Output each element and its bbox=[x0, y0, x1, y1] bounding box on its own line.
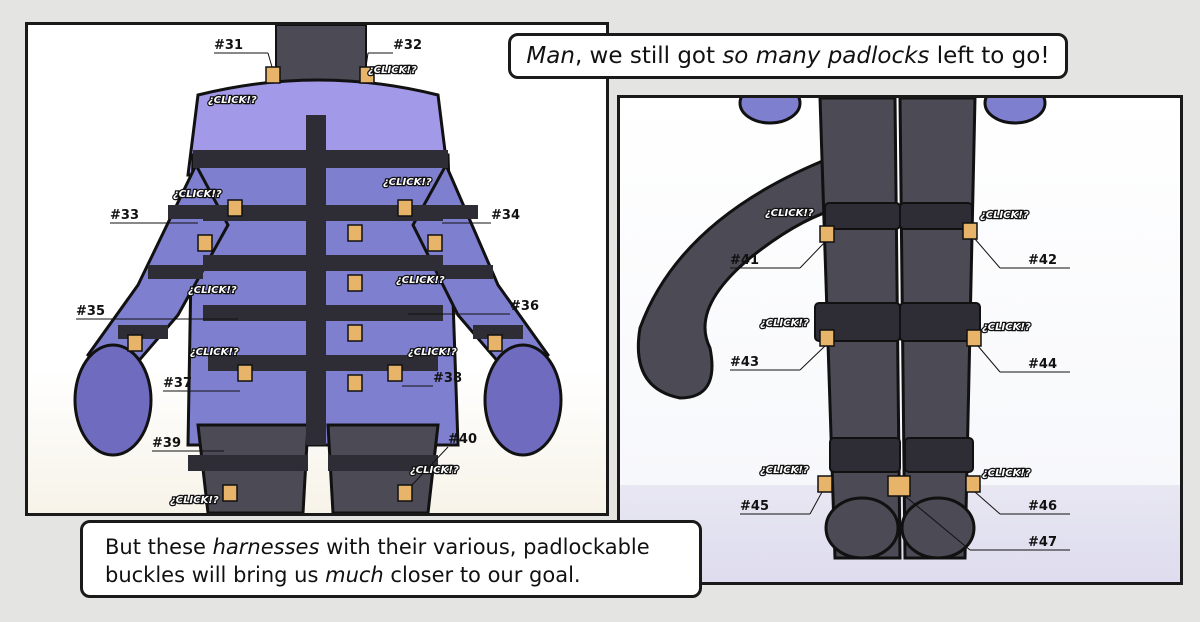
left-hand bbox=[738, 98, 802, 125]
click-sfx: ¿CLICK!? bbox=[410, 465, 459, 476]
harness-torso-illustration: #31 #32 #33 #34 #35 #36 #37 #38 #39 #40 … bbox=[73, 25, 563, 513]
click-sfx: ¿CLICK!? bbox=[760, 318, 809, 329]
click-sfx: ¿CLICK!? bbox=[173, 189, 222, 200]
left-comic-panel: #31 #32 #33 #34 #35 #36 #37 #38 #39 #40 … bbox=[25, 22, 609, 516]
padlocks bbox=[127, 66, 503, 502]
caption-top-emphasis-1: Man bbox=[526, 43, 575, 69]
click-sfx: ¿CLICK!? bbox=[982, 322, 1031, 333]
caption-bottom-line-2: buckles will bring us much closer to our… bbox=[105, 561, 677, 589]
caption-bottom-text-1: But these bbox=[105, 535, 213, 559]
right-leader-lines bbox=[730, 238, 1070, 551]
lock-label-46: #46 bbox=[1028, 499, 1057, 514]
click-sfx: ¿CLICK!? bbox=[190, 347, 239, 358]
caption-top-text-2: left to go! bbox=[929, 43, 1050, 69]
click-sfx: ¿CLICK!? bbox=[396, 275, 445, 286]
right-foot bbox=[900, 496, 976, 560]
lock-label-44: #44 bbox=[1028, 357, 1057, 372]
caption-bottom-text-2: with their various, padlockable bbox=[319, 535, 650, 559]
legs-harness-illustration: #41 #42 #43 #44 #45 #46 #47 ¿CLICK!? ¿CL… bbox=[636, 98, 1070, 560]
caption-top: Man, we still got so many padlocks left … bbox=[508, 33, 1068, 79]
click-sfx: ¿CLICK!? bbox=[408, 347, 457, 358]
lock-label-47: #47 bbox=[1028, 535, 1057, 550]
lock-label-39: #39 bbox=[152, 436, 181, 451]
lock-label-37: #37 bbox=[163, 376, 192, 391]
caption-bottom-text-3: buckles will bring us bbox=[105, 563, 326, 587]
neck bbox=[275, 25, 367, 86]
lock-label-43: #43 bbox=[730, 355, 759, 370]
right-mitten bbox=[483, 343, 563, 457]
click-sfx: ¿CLICK!? bbox=[208, 95, 257, 106]
caption-top-emphasis-2: so many padlocks bbox=[722, 43, 930, 69]
lock-label-42: #42 bbox=[1028, 253, 1057, 268]
lock-label-41: #41 bbox=[730, 253, 759, 268]
lock-label-38: #38 bbox=[433, 371, 462, 386]
click-sfx: ¿CLICK!? bbox=[760, 465, 809, 476]
click-sfx: ¿CLICK!? bbox=[765, 208, 814, 219]
left-lock-labels: #31 #32 #33 #34 #35 #36 #37 #38 #39 #40 bbox=[76, 38, 539, 451]
caption-bottom: But these harnesses with their various, … bbox=[80, 520, 702, 598]
left-leader-lines bbox=[76, 52, 510, 486]
lock-label-34: #34 bbox=[491, 208, 520, 223]
left-foot bbox=[824, 496, 900, 560]
right-comic-panel: #41 #42 #43 #44 #45 #46 #47 ¿CLICK!? ¿CL… bbox=[617, 95, 1183, 585]
click-sfx: ¿CLICK!? bbox=[368, 65, 417, 76]
lock-label-33: #33 bbox=[110, 208, 139, 223]
right-click-sfx: ¿CLICK!? ¿CLICK!? ¿CLICK!? ¿CLICK!? ¿CLI… bbox=[759, 207, 1032, 481]
left-mitten bbox=[73, 343, 153, 457]
click-sfx: ¿CLICK!? bbox=[170, 495, 219, 506]
chest-straps bbox=[118, 150, 523, 471]
lock-label-40: #40 bbox=[448, 432, 477, 447]
caption-top-text-1: , we still got bbox=[574, 43, 723, 69]
left-click-sfx: ¿CLICK!? ¿CLICK!? ¿CLICK!? ¿CLICK!? ¿CLI… bbox=[169, 64, 460, 508]
leg-straps bbox=[814, 202, 981, 473]
lock-label-31: #31 bbox=[214, 38, 243, 53]
caption-bottom-emphasis-2: much bbox=[325, 563, 384, 587]
leg-padlocks bbox=[817, 222, 982, 497]
lock-label-32: #32 bbox=[393, 38, 422, 53]
click-sfx: ¿CLICK!? bbox=[980, 210, 1029, 221]
tail bbox=[636, 155, 842, 400]
lock-label-35: #35 bbox=[76, 304, 105, 319]
caption-bottom-emphasis-1: harnesses bbox=[212, 535, 320, 559]
click-sfx: ¿CLICK!? bbox=[188, 285, 237, 296]
lock-label-36: #36 bbox=[510, 299, 539, 314]
caption-bottom-text-4: closer to our goal. bbox=[383, 563, 581, 587]
right-hand bbox=[983, 98, 1047, 125]
click-sfx: ¿CLICK!? bbox=[982, 468, 1031, 479]
right-lock-labels: #41 #42 #43 #44 #45 #46 #47 bbox=[730, 253, 1057, 550]
click-sfx: ¿CLICK!? bbox=[383, 177, 432, 188]
caption-bottom-line-1: But these harnesses with their various, … bbox=[105, 533, 677, 561]
lock-label-45: #45 bbox=[740, 499, 769, 514]
